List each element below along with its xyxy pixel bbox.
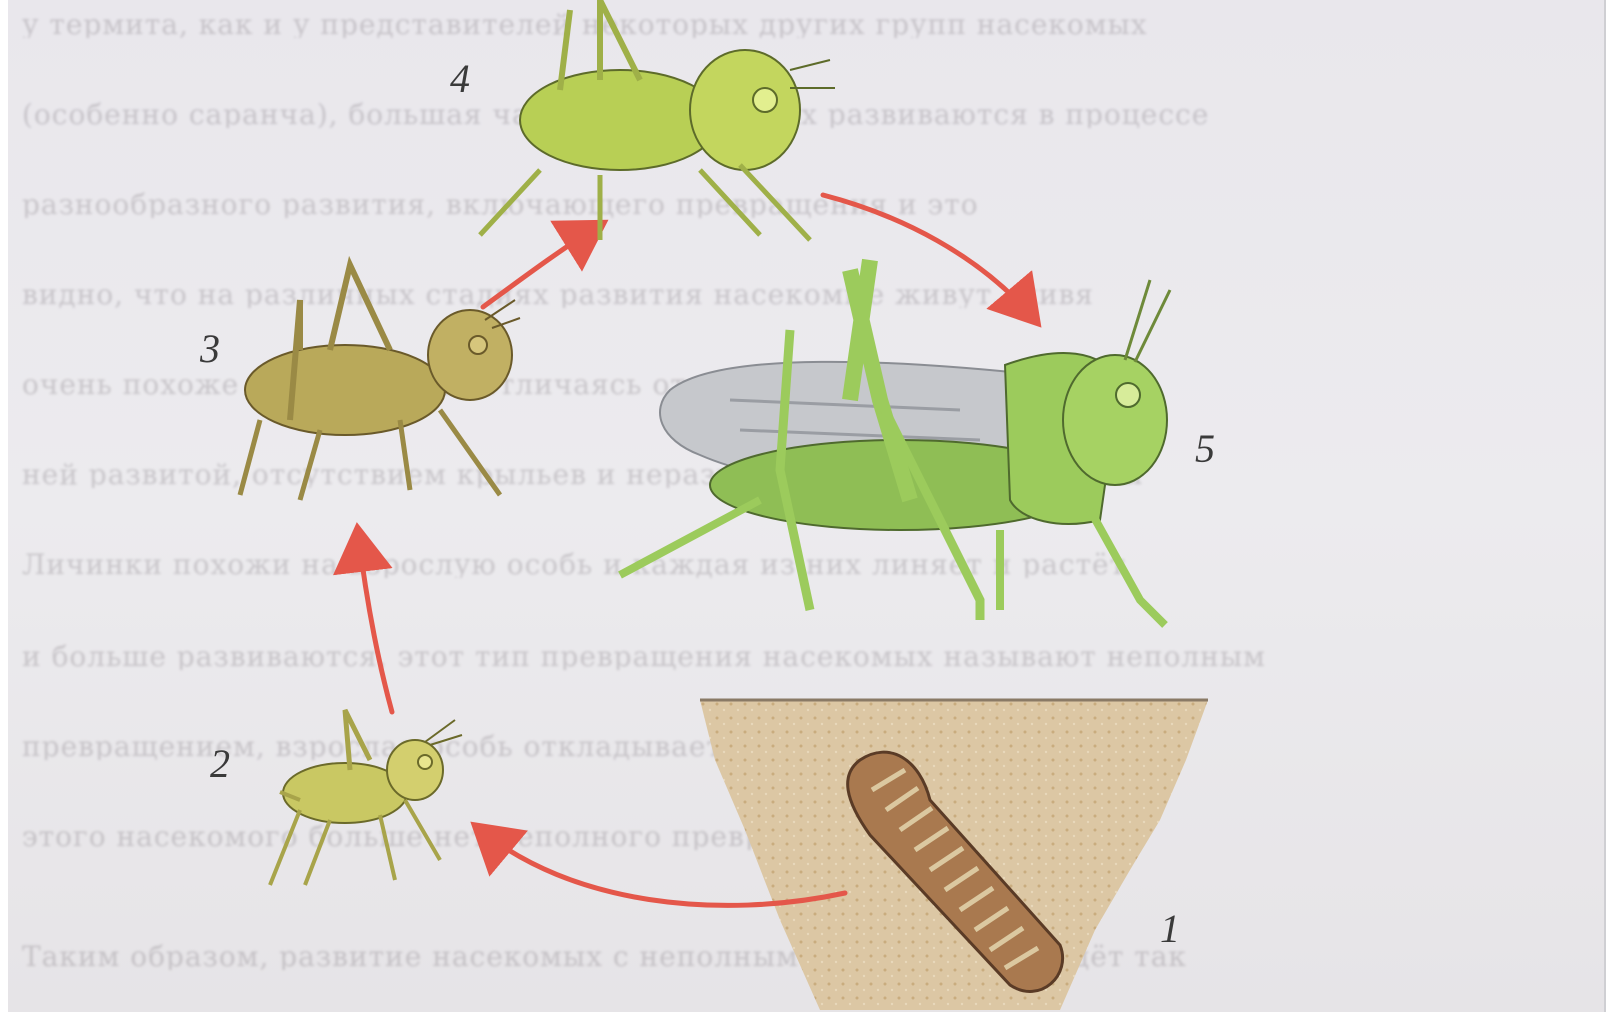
- stage-label-1: 1: [1160, 905, 1180, 952]
- arrow-2-to-3: [358, 532, 392, 712]
- stage-label-4: 4: [450, 55, 470, 102]
- arrow-3-to-4: [483, 225, 600, 307]
- stage-label-5: 5: [1195, 425, 1215, 472]
- nymph-stage-3: [240, 265, 520, 500]
- stage-label-3: 3: [200, 325, 220, 372]
- nymph-stage-4: [480, 0, 835, 240]
- stage-label-2: 2: [210, 740, 230, 787]
- adult-grasshopper: [620, 260, 1170, 625]
- nymph-stage-2: [270, 710, 462, 885]
